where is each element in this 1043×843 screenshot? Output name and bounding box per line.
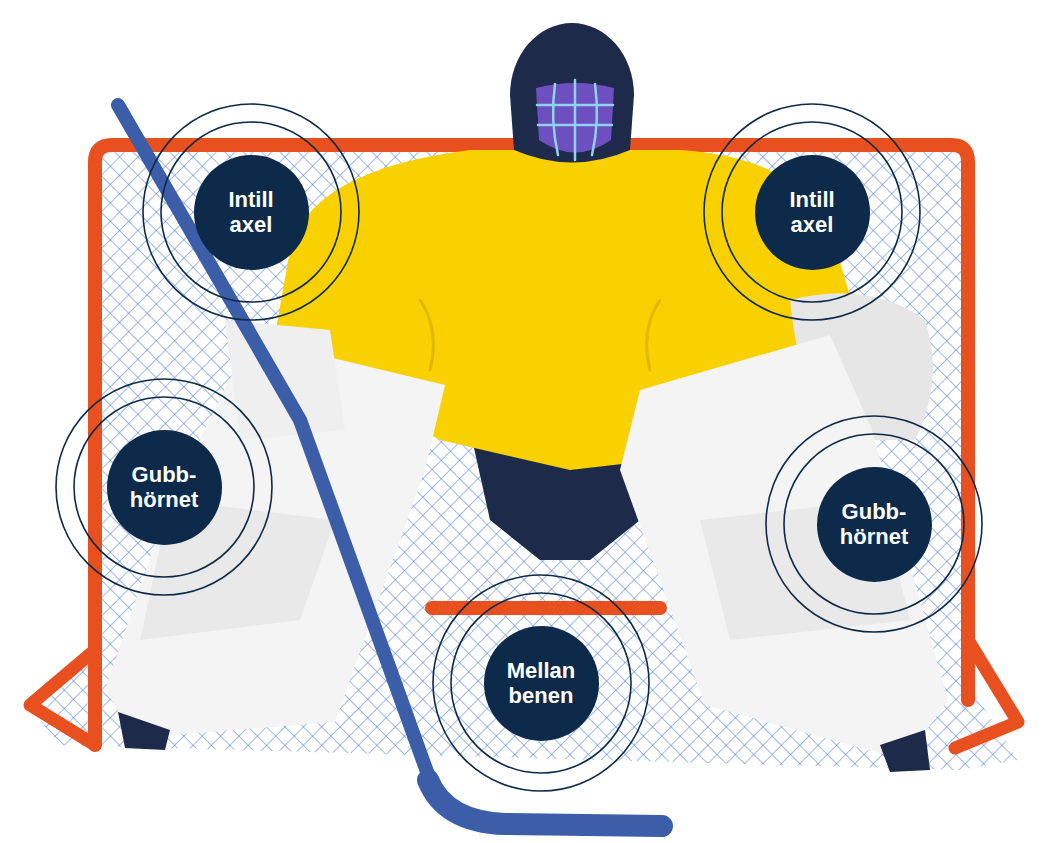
mask-cage [537,80,613,160]
target-ring [451,593,631,773]
target-circle: Intill axel [755,155,870,270]
zone-label: Intill axel [766,187,858,238]
left-skate [118,712,170,750]
target-ring [161,122,341,302]
target-ring [143,104,359,320]
goal-base-left [30,650,95,745]
target-circle: Gubb- hörnet [107,430,222,545]
circle-fill [817,467,932,582]
target-circle: Gubb- hörnet [817,467,932,582]
zone-label: Mellan benen [495,658,587,709]
helmet [510,23,634,163]
circle-fill [484,626,599,741]
target-ring [433,575,649,791]
circle-fill [107,430,222,545]
goal-back-bar [432,601,660,615]
right-leg-pad [620,335,948,760]
goal-net [28,145,1018,770]
circle-fill [755,155,870,270]
right-skate [880,730,930,772]
target-ring [722,122,902,302]
target-ring [74,397,254,577]
zone-label: Gubb- hörnet [828,499,920,550]
stick-blade [428,780,662,826]
circle-fill [194,155,309,270]
zone-label: Gubb- hörnet [118,462,210,513]
target-ring [766,416,982,632]
blocker [225,320,345,440]
target-ring [784,434,964,614]
target-ring [56,379,272,595]
target-ring [704,104,920,320]
jersey-fold [420,300,660,370]
zone-label: Intill axel [205,187,297,238]
target-circle: Intill axel [194,155,309,270]
target-circle: Mellan benen [484,626,599,741]
